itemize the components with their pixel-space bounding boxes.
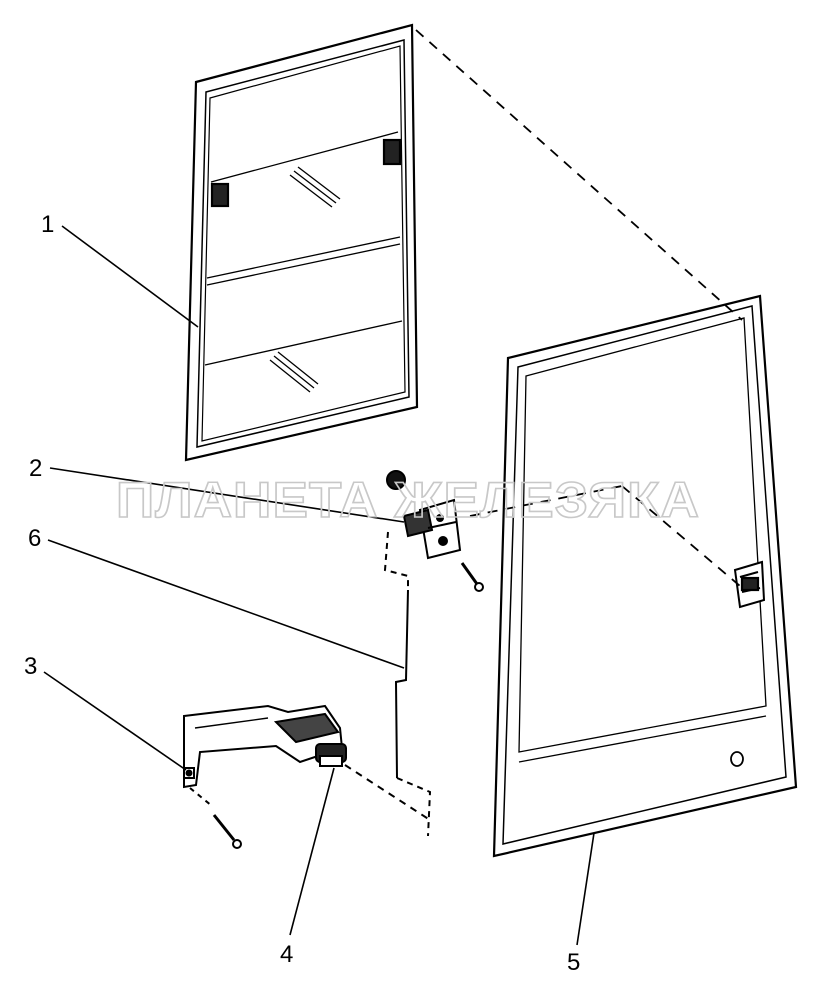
callout-label-2: 2 — [29, 455, 42, 482]
rod-dashed-bottom — [396, 777, 432, 837]
callout-label-6: 6 — [28, 525, 41, 552]
leader-line-6 — [47, 539, 405, 669]
guide-hinge-to-housing — [469, 485, 623, 517]
hinge-screw-shaft — [460, 562, 479, 585]
mirror-glass-assembly — [184, 23, 419, 462]
pivot-bolt-assembly — [315, 743, 431, 821]
glass-band-line — [210, 131, 399, 183]
arm-bracket-assembly — [183, 704, 344, 849]
leader-line-4 — [289, 767, 335, 936]
housing-mount-block — [740, 576, 760, 592]
mirror-housing-assembly — [492, 294, 798, 858]
mirror-outer-frame — [184, 23, 419, 462]
arm-bracket-inner — [194, 717, 269, 729]
housing-outer-frame — [492, 294, 798, 858]
hinge-detail-line — [427, 521, 457, 529]
leader-line-3 — [43, 671, 187, 771]
leader-line-1 — [61, 225, 199, 328]
leader-line-2 — [49, 467, 405, 523]
hinge-plate — [418, 498, 462, 560]
housing-hole — [730, 751, 744, 767]
callout-label-3: 3 — [24, 653, 37, 680]
rod-solid — [394, 589, 409, 779]
glass-band-line — [206, 243, 401, 286]
guide-housing-to-bracket — [621, 485, 741, 587]
glass-band-line — [204, 320, 403, 366]
pivot-axis-dashed — [344, 764, 431, 821]
rod-dashed-top — [383, 531, 409, 590]
mirror-clip — [382, 138, 402, 166]
assembly-guide-lines — [415, 29, 743, 587]
housing-glass-area — [518, 317, 767, 753]
leader-line-5 — [576, 832, 595, 946]
hinge-screw-hole — [438, 536, 448, 546]
housing-inner-frame — [502, 305, 787, 845]
arm-bracket-block — [273, 712, 340, 744]
mirror-glass-edge — [201, 45, 406, 442]
arm-screw-head — [232, 839, 242, 849]
arm-bracket-hole-dot — [185, 769, 193, 777]
guide-frame-to-housing — [415, 29, 743, 321]
arm-screw-shaft — [212, 814, 236, 841]
mirror-inner-frame — [196, 39, 410, 448]
mounting-rod-assembly — [383, 531, 432, 837]
mirror-clip — [210, 182, 230, 208]
glass-reflection-marks — [269, 166, 341, 393]
hinge-bracket-assembly — [386, 470, 484, 592]
pivot-washer — [319, 755, 343, 767]
hinge-screw-hole — [436, 514, 444, 522]
arm-screw-dashed — [189, 787, 213, 807]
watermark-text: ПЛАНЕТА ЖЕЛЕЗЯКА — [116, 472, 700, 528]
housing-panel-line — [518, 715, 767, 763]
callout-label-4: 4 — [280, 941, 293, 968]
glass-band-line — [206, 236, 401, 279]
callout-label-1: 1 — [41, 211, 54, 238]
leader-lines — [43, 225, 595, 946]
callout-label-5: 5 — [567, 949, 580, 976]
hinge-cap — [386, 470, 406, 490]
hinge-screw-head — [474, 582, 484, 592]
hinge-body — [402, 508, 434, 538]
